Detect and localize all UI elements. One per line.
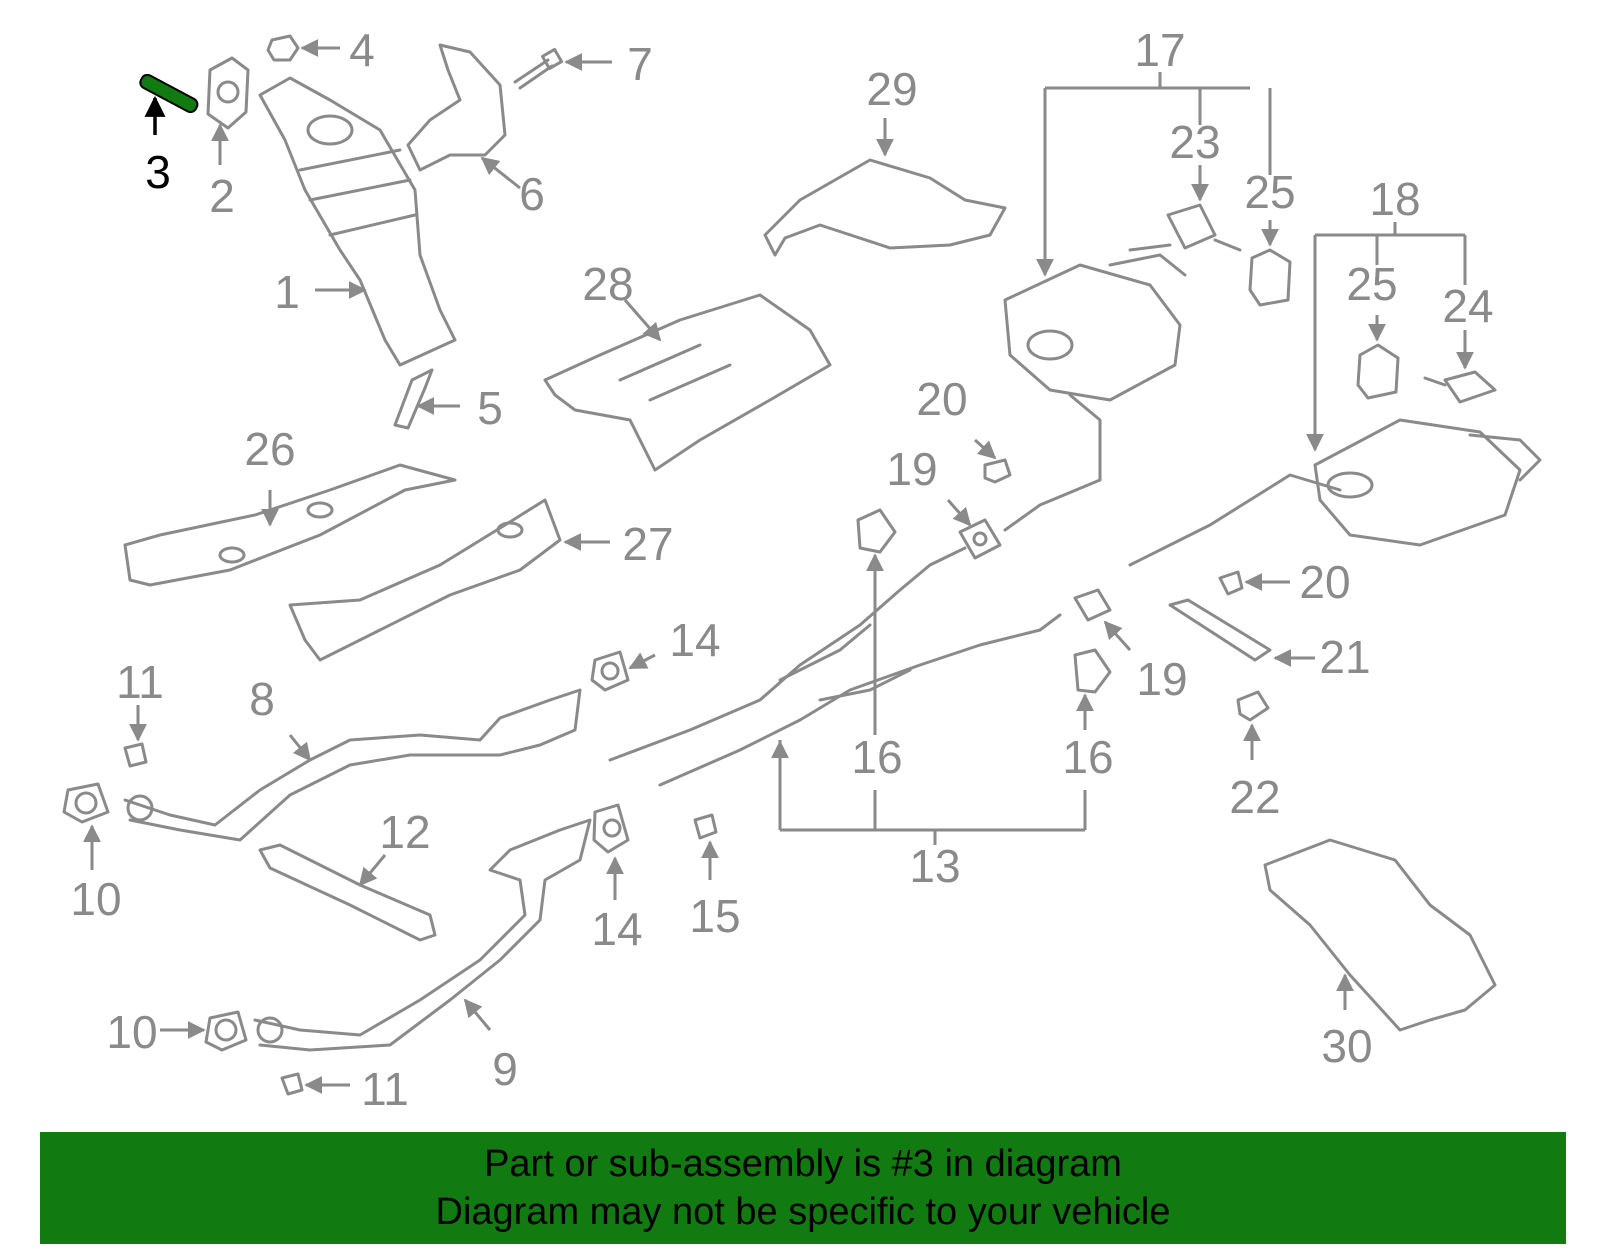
part-21-bracket[interactable] [1168,598,1315,667]
callout-3: 3 [145,146,171,198]
part-18-muffler-assembly[interactable] [1128,222,1542,567]
part-16-hanger-right[interactable] [1073,648,1112,730]
part-28-heat-shield[interactable] [543,293,832,472]
callout-4: 4 [349,24,375,76]
callout-26: 26 [244,423,295,475]
part-11-nut-upper[interactable] [123,705,148,768]
callout-20-upper: 20 [916,373,967,425]
callout-18: 18 [1369,173,1420,225]
part-30-skid-plate[interactable] [1263,838,1497,1032]
banner-line-1: Part or sub-assembly is #3 in diagram [484,1143,1122,1185]
callout-25-lower: 25 [1346,258,1397,310]
part-26-heat-shield[interactable] [123,463,457,587]
part-1-catalytic-converter[interactable] [258,76,457,367]
callout-22: 22 [1229,771,1280,823]
callout-19-upper: 19 [886,443,937,495]
callout-16-left: 16 [851,731,902,783]
callout-24: 24 [1442,280,1493,332]
callout-25-upper: 25 [1244,166,1295,218]
callout-28: 28 [582,258,633,310]
callout-1: 1 [274,266,300,318]
callout-17: 17 [1134,24,1185,76]
part-27-heat-shield[interactable] [288,498,610,662]
part-6-heat-shield[interactable] [406,43,521,190]
callout-8: 8 [249,673,275,725]
part-9-front-pipe[interactable] [253,818,592,1052]
callout-16-right: 16 [1062,731,1113,783]
callout-11-upper: 11 [116,656,164,708]
part-22-clip[interactable] [1236,690,1270,760]
part-12-bracket[interactable] [258,843,437,942]
exhaust-parts-diagram: 1 2 3 4 5 6 7 8 9 10 10 11 11 12 13 14 1… [62,24,1542,1115]
callout-23: 23 [1169,116,1220,168]
callout-7: 7 [627,38,653,90]
part-11-nut-lower[interactable] [280,1072,350,1096]
callout-5: 5 [477,382,503,434]
callout-21: 21 [1319,631,1370,683]
banner-line-2: Diagram may not be specific to your vehi… [435,1191,1171,1233]
callout-30: 30 [1321,1020,1372,1072]
callout-13: 13 [909,840,960,892]
part-10-gasket-upper[interactable] [62,782,110,870]
part-8-front-pipe[interactable] [123,688,582,842]
part-19-gasket-lower[interactable] [1073,588,1132,651]
part-19-gasket-upper[interactable] [946,499,1002,560]
callout-14-lower: 14 [591,903,642,955]
info-banner: Part or sub-assembly is #3 in diagram Di… [40,1132,1566,1244]
part-25-insulator-lower[interactable] [1356,235,1400,400]
part-10-gasket-lower[interactable] [160,1010,248,1052]
callout-29: 29 [866,63,917,115]
part-4-nut[interactable] [266,34,340,62]
callout-9: 9 [492,1043,518,1095]
callout-6: 6 [519,168,545,220]
callout-19-lower: 19 [1136,653,1187,705]
callout-11-lower: 11 [361,1063,409,1115]
part-14-gasket-upper[interactable] [590,650,656,692]
callout-20-lower: 20 [1299,556,1350,608]
callout-27: 27 [622,518,673,570]
callout-10-lower: 10 [106,1006,157,1058]
part-16-hanger-left[interactable] [856,508,897,735]
part-3-stud[interactable] [138,73,199,135]
part-17-muffler-assembly[interactable] [1003,72,1250,532]
part-29-heat-shield[interactable] [763,118,1007,257]
part-13-center-pipe[interactable] [608,546,1087,845]
callout-10-upper: 10 [70,873,121,925]
callout-2: 2 [209,170,235,222]
part-25-insulator-upper[interactable] [1248,88,1292,307]
part-20-grommet-upper[interactable] [973,438,1012,484]
callout-15: 15 [689,890,740,942]
callout-12: 12 [379,806,430,858]
callout-14-upper: 14 [669,614,720,666]
part-7-bolt[interactable] [513,47,612,90]
part-5-bracket[interactable] [393,368,460,430]
part-20-grommet-lower[interactable] [1218,570,1290,596]
part-2-gasket[interactable] [206,56,250,165]
part-14-gasket-lower[interactable] [592,803,630,900]
part-15-nut[interactable] [693,813,719,880]
part-23-hanger[interactable] [1166,88,1242,252]
part-24-hanger[interactable] [1423,235,1497,404]
